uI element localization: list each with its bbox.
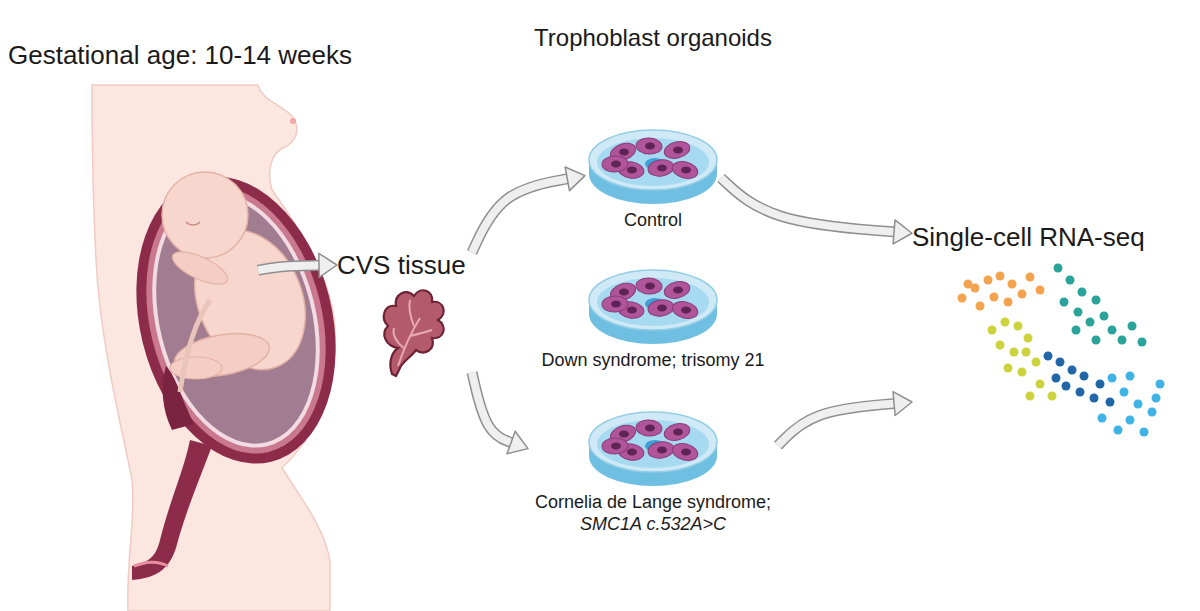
node-label: Single-cell RNA-seq xyxy=(912,222,1195,253)
arrow-body xyxy=(472,373,513,444)
arrow-body xyxy=(778,403,896,445)
organoid-dish: Cornelia de Lange syndrome;SMC1A c.532A>… xyxy=(528,400,778,552)
flow-arrow xyxy=(472,373,528,454)
flow-arrow xyxy=(721,178,912,244)
group-heading: Trophoblast organoids xyxy=(534,24,772,52)
uterus-lining xyxy=(120,167,353,473)
petri-dish xyxy=(528,258,778,350)
node-label: CVS tissue xyxy=(337,250,472,281)
arrow-outline xyxy=(258,265,321,270)
cervix xyxy=(132,440,212,580)
villi-icon xyxy=(384,290,444,376)
arrow-body xyxy=(258,265,321,270)
node-label: Control xyxy=(585,210,721,232)
organoid-dish: Control xyxy=(585,118,721,238)
arrow-outline xyxy=(472,373,513,444)
petri-dish xyxy=(528,400,778,492)
arrow-head xyxy=(565,167,585,191)
scatter-plot xyxy=(958,264,1165,437)
arrow-outline xyxy=(472,178,569,252)
flow-arrow xyxy=(472,167,585,252)
node-label: Gestational age: 10-14 weeks xyxy=(8,40,258,71)
uterus-wall xyxy=(108,155,365,485)
illustration-panel: Gestational age: 10-14 weeks xyxy=(8,40,258,602)
sample-box: CVS tissue xyxy=(337,250,472,375)
node-label: Cornelia de Lange syndrome; xyxy=(528,492,778,514)
cervix-edge xyxy=(134,562,168,566)
output-panel: Single-cell RNA-seq xyxy=(912,222,1195,447)
nipple xyxy=(290,118,296,124)
arrow-head xyxy=(507,431,528,454)
node-label: SMC1A c.532A>C xyxy=(528,514,778,536)
node-label: Down syndrome; trisomy 21 xyxy=(528,350,778,372)
arrow-body xyxy=(721,178,896,232)
fetus xyxy=(162,172,325,392)
organoid-dish: Down syndrome; trisomy 21 xyxy=(528,258,778,383)
arrow-head xyxy=(319,253,337,277)
arrow-head xyxy=(893,392,912,416)
arrow-body xyxy=(472,178,569,252)
arrow-outline xyxy=(721,178,896,232)
arrow-outline xyxy=(778,403,896,445)
arrow-head xyxy=(893,220,912,244)
petri-dish xyxy=(585,118,721,210)
flow-arrow xyxy=(778,392,912,446)
flow-arrow xyxy=(258,253,337,277)
